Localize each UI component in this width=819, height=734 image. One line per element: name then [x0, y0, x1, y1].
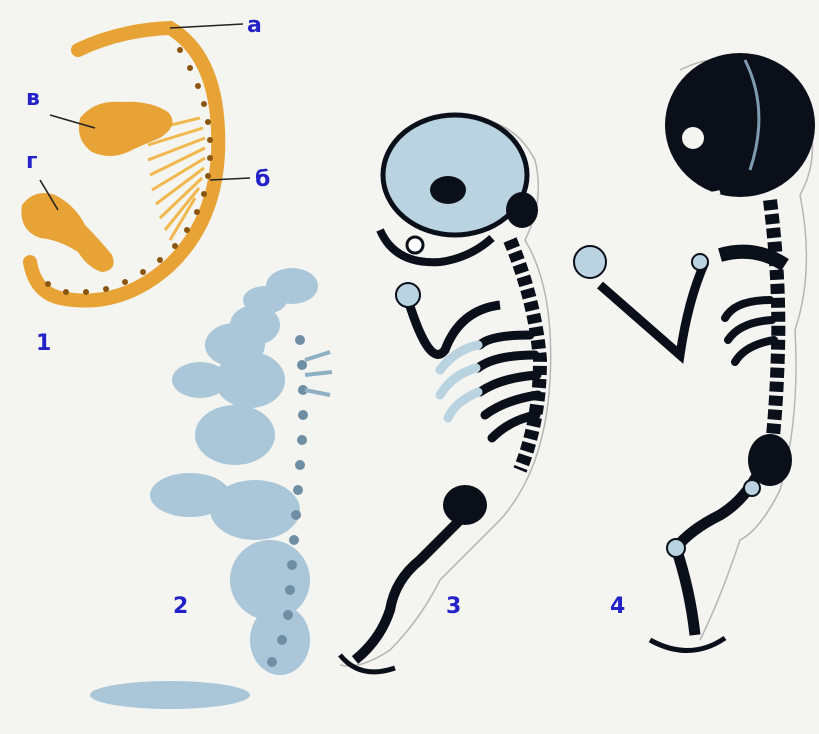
fetus-3-skull	[383, 115, 527, 235]
panel-4-fetus	[574, 53, 815, 651]
callout-label-g: г	[26, 149, 38, 174]
embryo-2-ribs	[305, 352, 332, 395]
fetus-4-skull	[665, 53, 815, 197]
embryo-1-vertebrae	[45, 47, 213, 295]
callout-label-v: в	[26, 86, 40, 111]
fetus-4-ribs	[725, 300, 774, 362]
fetus-4-arm	[600, 262, 705, 355]
panel-label-4: 4	[610, 594, 625, 619]
callout-label-a: а	[247, 13, 262, 38]
panel-1-embryo	[21, 24, 250, 301]
fetus-4-spine	[770, 200, 778, 460]
fetus-3-arm	[408, 300, 500, 354]
panel-label-3: 3	[446, 594, 461, 619]
embryo-1-limb-v	[79, 102, 173, 156]
callout-label-b: б	[255, 167, 270, 192]
panel-3-fetus	[340, 115, 551, 672]
panel-label-1: 1	[36, 331, 51, 356]
fetus-3-leg	[355, 510, 470, 660]
panel-2-embryo	[90, 268, 332, 709]
callout-labels: а б в г	[26, 13, 270, 192]
panel-label-2: 2	[173, 594, 188, 619]
